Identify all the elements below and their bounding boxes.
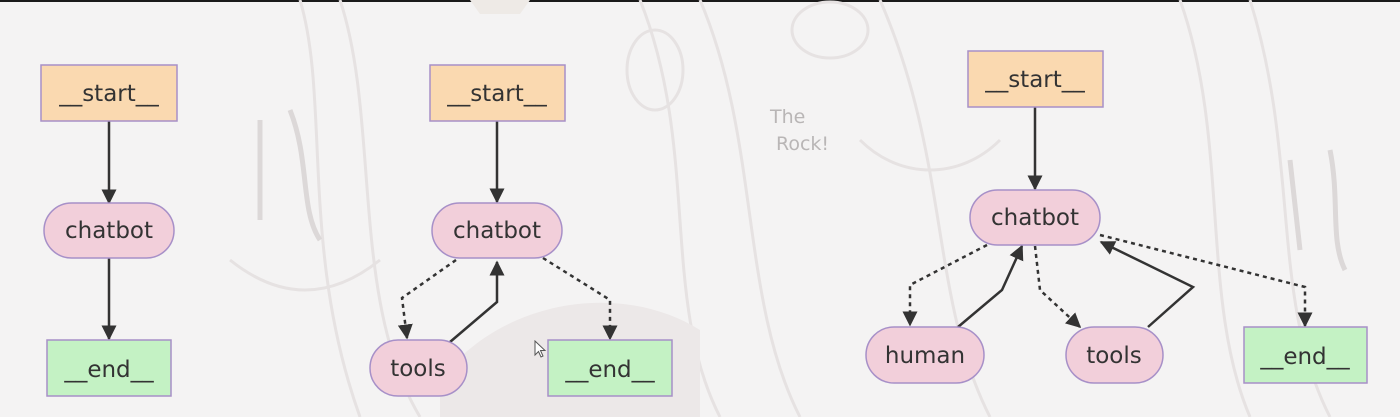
node-chatbot[interactable]: chatbot bbox=[969, 189, 1101, 246]
node-end-label: __end__ bbox=[1259, 344, 1350, 370]
mouse-cursor-icon bbox=[534, 340, 547, 358]
node-start-label: __start__ bbox=[446, 81, 547, 107]
node-end-label: __end__ bbox=[564, 357, 655, 383]
node-chatbot[interactable]: chatbot bbox=[431, 202, 563, 259]
edge-human-to-chatbot bbox=[957, 244, 1024, 328]
node-start-label: __start__ bbox=[58, 81, 159, 107]
edge-chatbot-to-human-conditional bbox=[902, 243, 988, 327]
node-start[interactable]: __start__ bbox=[429, 64, 566, 122]
node-end[interactable]: __end__ bbox=[547, 339, 673, 397]
graph-3: __start__ chatbot human tools __end__ bbox=[865, 50, 1368, 384]
graph-1: __start__ chatbot __end__ bbox=[40, 64, 178, 397]
node-tools[interactable]: tools bbox=[1065, 326, 1164, 384]
node-chatbot-label: chatbot bbox=[991, 205, 1079, 231]
watermark-line-1: The bbox=[769, 106, 805, 128]
node-tools[interactable]: tools bbox=[369, 339, 468, 397]
node-human-label: human bbox=[885, 343, 965, 369]
watermark-line-2: Rock! bbox=[776, 133, 829, 155]
node-chatbot-label: chatbot bbox=[453, 218, 541, 244]
edge-chatbot-to-tools-conditional bbox=[397, 258, 457, 340]
node-chatbot-label: chatbot bbox=[65, 218, 153, 244]
edge-tools-to-chatbot bbox=[449, 260, 505, 343]
node-start[interactable]: __start__ bbox=[967, 50, 1104, 108]
node-start-label: __start__ bbox=[984, 67, 1085, 93]
node-end[interactable]: __end__ bbox=[46, 339, 172, 397]
edge-tools-to-chatbot bbox=[1099, 240, 1196, 328]
node-tools-label: tools bbox=[1086, 343, 1142, 369]
node-human[interactable]: human bbox=[865, 326, 985, 384]
node-end-label: __end__ bbox=[63, 357, 154, 383]
node-start[interactable]: __start__ bbox=[40, 64, 178, 122]
edge-chatbot-to-end-conditional bbox=[1099, 233, 1313, 328]
edge-chatbot-to-end-conditional bbox=[542, 256, 618, 341]
node-tools-label: tools bbox=[390, 356, 446, 382]
node-chatbot[interactable]: chatbot bbox=[43, 202, 175, 259]
graph-2: __start__ chatbot tools __end__ bbox=[369, 64, 673, 397]
edge-chatbot-to-tools-conditional bbox=[1033, 245, 1082, 329]
node-end[interactable]: __end__ bbox=[1243, 326, 1368, 384]
